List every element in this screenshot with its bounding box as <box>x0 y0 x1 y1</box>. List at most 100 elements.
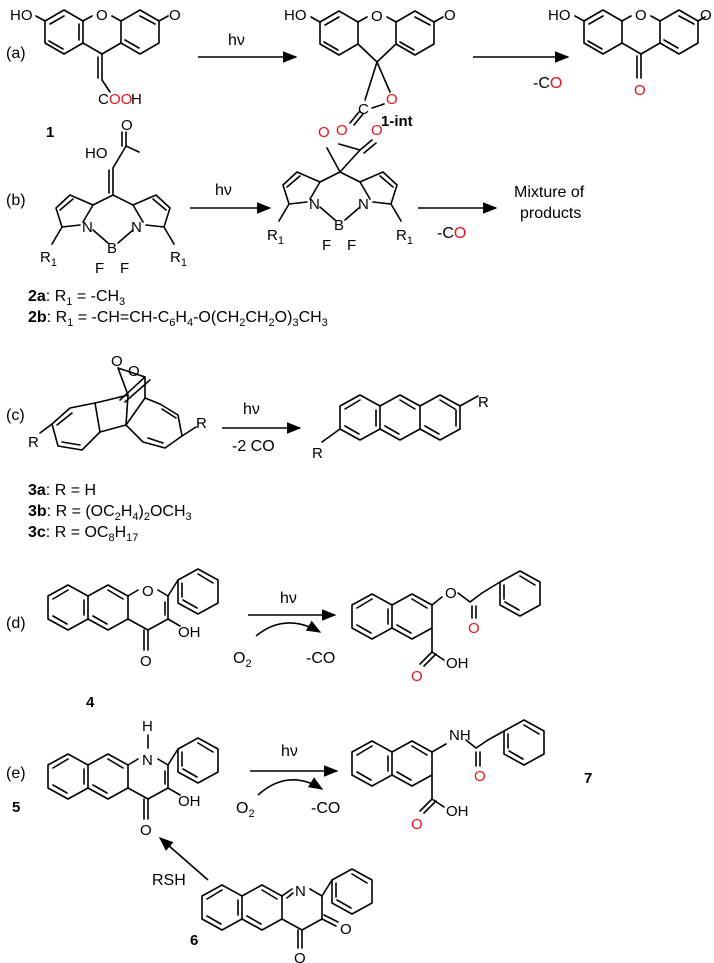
compound-5-structure <box>47 734 219 820</box>
arrow-d-loss: -CO <box>306 650 335 667</box>
compound-4-structure <box>47 568 219 651</box>
compound-2-int-exo-o: O <box>371 122 383 139</box>
compound-1-int-lactone-c: C <box>358 101 369 118</box>
compound-2-int-n1: N <box>309 196 320 213</box>
compound-4-ketone: O <box>140 653 152 670</box>
arrow-e-loss: -CO <box>311 800 340 817</box>
row-d: (d) O O OH 4 hν O2 -CO <box>6 568 541 711</box>
compound-2-f1: F <box>95 260 104 277</box>
compound-6-ketone-2: O <box>340 921 352 938</box>
product-d-acid-carbonyl: O <box>411 668 423 685</box>
arrow-e-curved <box>257 777 324 796</box>
compound-6-ketone-1: O <box>294 950 306 963</box>
definition-2b: 2b: R1 = -CH=CH-C6H4-O(CH2CH2O)3CH3 <box>28 309 328 329</box>
arrow-b-2-loss: -CO <box>437 225 466 242</box>
compound-2-r1-right: R1 <box>170 249 187 269</box>
row-a: (a) HO O O C OO H 1 hν <box>6 7 712 141</box>
compound-1-int-label: 1-int <box>381 113 413 130</box>
compound-2-carbonyl: O <box>121 117 133 134</box>
row-d-letter: (d) <box>6 615 26 632</box>
product-a-hydroxyl: HO <box>548 7 571 24</box>
compound-2-n1: N <box>82 219 93 236</box>
product-a-ketone: O <box>634 82 646 99</box>
compound-6-structure <box>201 868 373 949</box>
anthracene-r-right: R <box>478 394 489 411</box>
compound-5-n-h: H <box>142 718 153 735</box>
compound-5-nitrogen: N <box>142 752 153 769</box>
compound-2-int-n2: N <box>358 196 369 213</box>
row-a-letter: (a) <box>6 45 26 62</box>
compound-1-carboxyl-c: C <box>98 91 109 108</box>
arrow-e-condition: hν <box>281 743 298 760</box>
compound-2-n2: N <box>131 219 142 236</box>
compound-1-ring-oxygen: O <box>96 7 108 24</box>
row-b-letter: (b) <box>6 192 26 209</box>
compound-1-int-hydroxyl: HO <box>284 7 307 24</box>
arrow-c-condition: hν <box>243 401 260 418</box>
row-c-letter: (c) <box>6 407 25 424</box>
compound-2-f2: F <box>120 260 129 277</box>
compound-1-int-structure <box>310 10 444 126</box>
compound-2-int-f1: F <box>322 237 331 254</box>
row-c: (c) O O R R hν -2 CO R <box>6 353 489 544</box>
product-d-acid-hydroxyl: OH <box>446 655 469 672</box>
product-7-structure <box>351 719 545 814</box>
anthracene-r-left: R <box>312 445 323 462</box>
definition-3c: 3c: R = OC8H17 <box>28 524 138 544</box>
product-d-ester-carbonyl: O <box>468 620 480 637</box>
compound-1-int-carbonyl: O <box>444 7 456 24</box>
compound-1-label: 1 <box>46 124 54 141</box>
product-7-acid-carbonyl: O <box>411 816 423 833</box>
compound-5-hydroxyl: OH <box>178 793 201 810</box>
arrow-e-reduction <box>158 837 209 881</box>
compound-2-int-r1-left: R1 <box>267 227 284 247</box>
compound-1-structure <box>35 9 169 93</box>
arrow-e-reagent: O2 <box>236 800 255 820</box>
product-b-line1: Mixture of <box>514 184 585 201</box>
compound-4-hydroxyl: OH <box>178 624 201 641</box>
compound-3-r-left: R <box>28 434 39 451</box>
compound-2-boron: B <box>107 240 117 257</box>
compound-2-int-lactone-o: O <box>318 124 330 141</box>
arrow-d-curved <box>255 620 322 637</box>
compound-4-label: 4 <box>86 694 95 711</box>
definition-2a: 2a: R1 = -CH3 <box>28 288 125 308</box>
definition-3a: 3a: R = H <box>28 482 96 499</box>
arrow-b-1-condition: hν <box>215 182 232 199</box>
definition-3b: 3b: R = (OC2H4)2OCH3 <box>28 503 192 523</box>
compound-6-nitrogen: N <box>295 883 306 900</box>
compound-6-label: 6 <box>190 932 198 949</box>
compound-1-carboxyl-oo: OO <box>109 91 132 108</box>
product-7-amide-nh: NH <box>449 727 471 744</box>
product-a-structure <box>574 9 706 79</box>
row-b: (b) HO O N N B F F R1 R1 hν <box>6 117 585 329</box>
arrow-a-1-condition: hν <box>228 32 245 49</box>
row-e: (e) H N O OH 5 hν O2 -CO <box>6 718 592 963</box>
compound-1-int-exo-o: O <box>336 122 348 139</box>
row-e-letter: (e) <box>6 765 26 782</box>
anthracene-product-structure <box>321 394 479 443</box>
product-d-structure <box>351 570 541 667</box>
compound-2-int-boron: B <box>334 217 344 234</box>
product-d-ester-oxygen: O <box>445 585 457 602</box>
compound-3-carbonyl-1: O <box>111 353 123 370</box>
arrow-e-reductant: RSH <box>152 872 186 889</box>
compound-3-r-right: R <box>196 415 207 432</box>
compound-2-int-r1-right: R1 <box>396 227 413 247</box>
compound-1-carboxyl-h: H <box>131 91 142 108</box>
compound-7-label: 7 <box>584 770 592 787</box>
compound-5-label: 5 <box>12 799 20 816</box>
compound-4-ring-oxygen: O <box>142 583 154 600</box>
arrow-c-loss: -2 CO <box>232 438 275 455</box>
compound-1-hydroxyl: HO <box>10 7 33 24</box>
product-7-acid-hydroxyl: OH <box>446 803 469 820</box>
compound-2-r1-left: R1 <box>40 249 57 269</box>
compound-2-hydroxyl: HO <box>85 145 108 162</box>
product-b-line2: products <box>520 205 581 222</box>
compound-3-structure <box>39 367 197 451</box>
arrow-d-condition: hν <box>280 590 297 607</box>
arrow-d-reagent: O2 <box>233 650 252 670</box>
product-a-ring-oxygen: O <box>635 7 647 24</box>
compound-2-int-f2: F <box>347 237 356 254</box>
